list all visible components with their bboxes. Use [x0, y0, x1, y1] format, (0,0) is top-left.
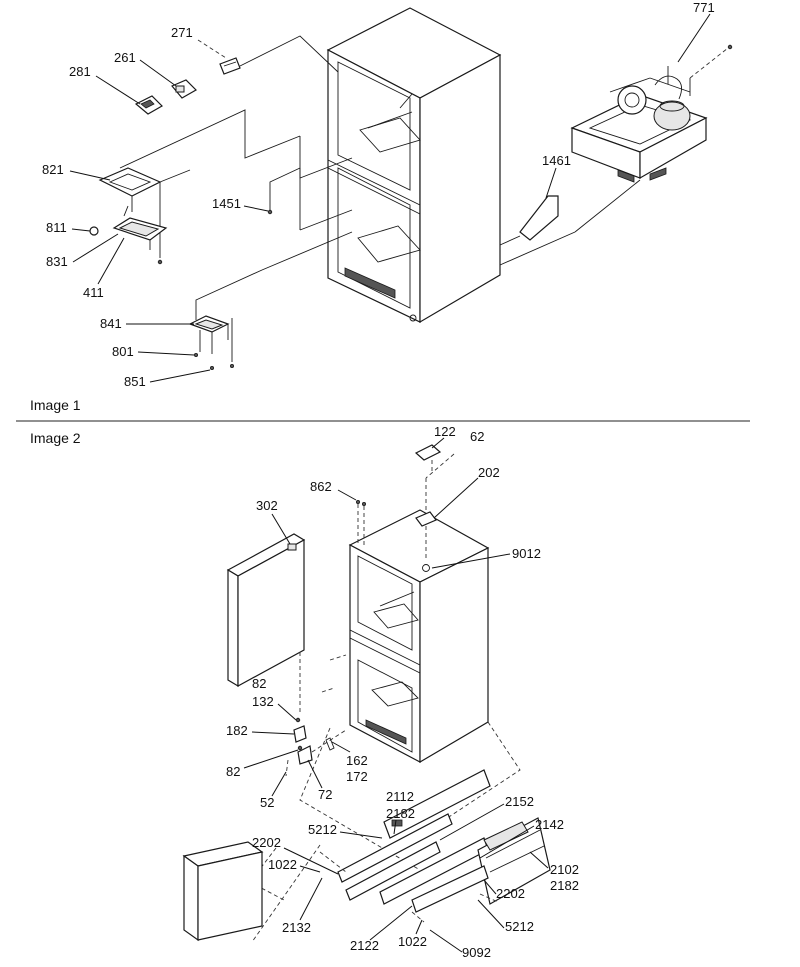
callout-5212-top: 5212 [308, 822, 337, 837]
callout-62: 62 [470, 429, 484, 444]
screws-862 [355, 499, 366, 545]
top-hinge-parts [414, 444, 455, 572]
callout-811: 811 [46, 220, 67, 235]
callout-9092: 9092 [462, 945, 491, 960]
callout-302: 302 [256, 498, 278, 513]
callout-821: 821 [42, 162, 64, 177]
control-parts [134, 39, 241, 115]
panel-image-2: Image 2 [30, 424, 579, 960]
callout-261: 261 [114, 50, 136, 65]
callout-132: 132 [252, 694, 274, 709]
compressor-assembly [570, 44, 733, 183]
callout-2152: 2152 [505, 794, 534, 809]
freezer-drawer-front [182, 841, 264, 942]
callouts-image-2: 122 62 862 202 302 9012 82 132 182 82 16… [226, 424, 579, 960]
air-tower-821 [98, 167, 191, 265]
callout-2122: 2122 [350, 938, 379, 953]
callout-1022-top: 1022 [268, 857, 297, 872]
callout-5212-bottom: 5212 [505, 919, 534, 934]
callout-2142: 2142 [535, 817, 564, 832]
callout-122: 122 [434, 424, 456, 439]
cabinet-1 [326, 7, 502, 324]
callout-841: 841 [100, 316, 122, 331]
refrigerator-door-302 [226, 533, 306, 712]
callout-82-top: 82 [252, 676, 266, 691]
callout-831: 831 [46, 254, 68, 269]
callout-2112: 2112 [386, 789, 414, 804]
callout-2132: 2132 [282, 920, 311, 935]
lower-hinge-parts [285, 717, 347, 777]
callout-202: 202 [478, 465, 500, 480]
callout-1022-bottom: 1022 [398, 934, 427, 949]
caption-image-1: Image 1 [30, 397, 81, 413]
callout-2102: 2102 [550, 862, 579, 877]
callout-2202-left: 2202 [252, 835, 281, 850]
cabinet-2 [321, 509, 490, 764]
callout-411: 411 [83, 285, 104, 300]
callout-801: 801 [112, 344, 134, 359]
callouts-image-1: 771 271 261 281 821 811 831 411 1451 146… [42, 0, 715, 389]
callout-862: 862 [310, 479, 332, 494]
callout-1451: 1451 [212, 196, 241, 211]
callout-9012: 9012 [512, 546, 541, 561]
panel-image-1: 771 271 261 281 821 811 831 411 1451 146… [30, 0, 733, 413]
callout-851: 851 [124, 374, 146, 389]
callout-2202-right: 2202 [496, 886, 525, 901]
callout-52: 52 [260, 795, 274, 810]
air-tower-831 [112, 205, 168, 250]
callout-172: 172 [346, 769, 368, 784]
callout-72: 72 [318, 787, 332, 802]
callout-2182-top: 2182 [386, 806, 415, 821]
callout-182: 182 [226, 723, 248, 738]
air-tower-841 [188, 315, 234, 370]
part-1461-panel [519, 195, 559, 241]
caption-image-2: Image 2 [30, 430, 81, 446]
drawer-rails [319, 769, 551, 923]
callout-2182-right: 2182 [550, 878, 579, 893]
callout-162: 162 [346, 753, 368, 768]
callout-271: 271 [171, 25, 193, 40]
callout-281: 281 [69, 64, 91, 79]
callout-1461: 1461 [542, 153, 571, 168]
callout-771: 771 [693, 0, 715, 15]
part-811 [89, 226, 99, 236]
callout-82-bottom: 82 [226, 764, 240, 779]
